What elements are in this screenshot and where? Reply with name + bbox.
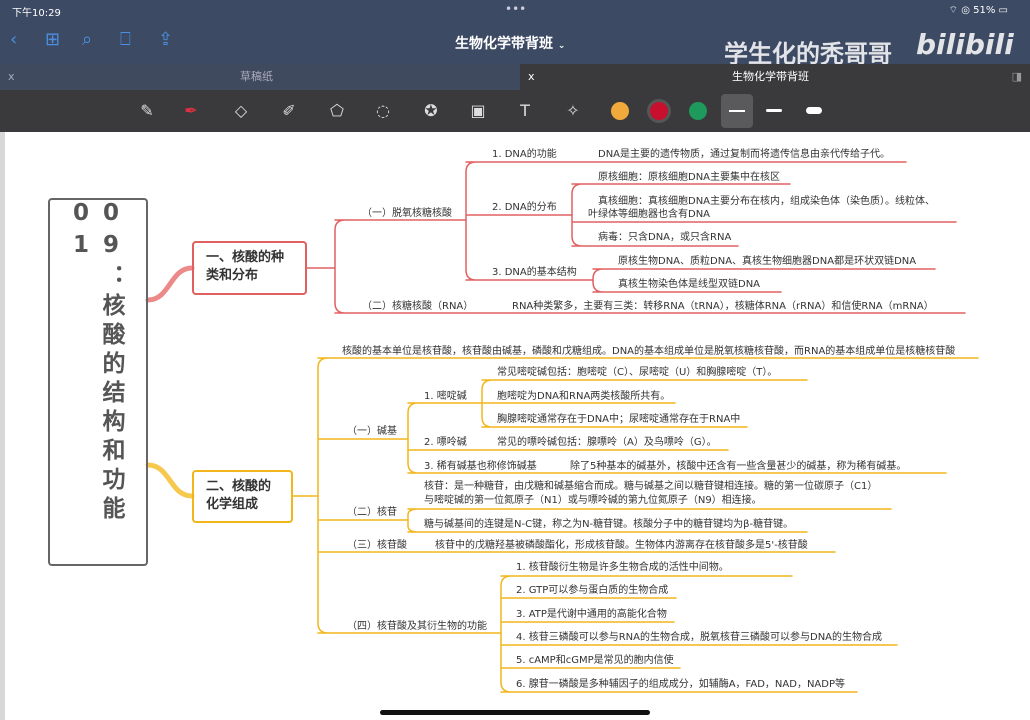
share-icon[interactable]: ⇪ [158, 29, 174, 50]
tab-label: 草稿纸 [240, 70, 273, 83]
multitask-dots[interactable]: ••• [505, 2, 527, 16]
leaf[interactable]: 原核细胞：原核细胞DNA主要集中在核区 [598, 172, 781, 183]
stroke-thick[interactable] [806, 107, 822, 114]
tab-bar: x 草稿纸 x 生物化学带背班 ◨ [0, 64, 1030, 90]
leaf[interactable]: 1. 核苷酸衍生物是许多生物合成的活性中间物。 [516, 562, 729, 573]
leaf[interactable]: 常见嘧啶碱包括：胞嘧啶（C）、尿嘧啶（U）和胸腺嘧啶（T）。 [497, 367, 778, 378]
central-topic-text: 09：核酸的结构和功能01 [68, 200, 124, 525]
lasso-icon[interactable]: ◌ [376, 101, 390, 120]
zoom-pen-icon[interactable]: ✎ [140, 101, 154, 120]
leaf[interactable]: 3. ATP是代谢中通用的高能化合物 [516, 609, 667, 620]
node-pyrimidine[interactable]: 1. 嘧啶碱 [424, 391, 467, 402]
pen-icon[interactable]: ✒ [184, 101, 198, 120]
leaf[interactable]: 4. 核苷三磷酸可以参与RNA的生物合成，脱氧核苷三磷酸可以参与DNA的生物合成 [516, 632, 883, 643]
color-red-selected[interactable] [650, 102, 668, 120]
home-indicator[interactable] [380, 710, 650, 715]
close-icon[interactable]: x [528, 70, 535, 83]
search-icon[interactable]: ⌕ [82, 29, 93, 50]
leaf[interactable]: 5. cAMP和cGMP是常见的胞内信使 [516, 655, 674, 666]
title-bar: 下午10:29 ••• ⌔ ◎ 51% ▭ ‹ ⊞ ⌕ ⎕ ⇪ 生物化学带背班 … [0, 0, 1030, 68]
node-dna-function[interactable]: 1. DNA的功能 [492, 149, 557, 160]
topic-part1[interactable]: 一、核酸的种类和分布 [192, 241, 307, 295]
drawing-toolbar: ✎ ✒ ◇ ✐ ⬠ ◌ ✪ ▣ T ✧ [0, 90, 1030, 132]
sticker-icon[interactable]: ✪ [424, 101, 438, 120]
leaf[interactable]: 与嘧啶碱的第一位氮原子（N1）或与嘌呤碱的第九位氮原子（N9）相连接。 [424, 495, 762, 506]
leaf[interactable]: DNA是主要的遗传物质，通过复制而将遗传信息由亲代传给子代。 [598, 149, 891, 160]
shapes-icon[interactable]: ⬠ [330, 101, 344, 120]
leaf[interactable]: 核苷中的戊糖羟基被磷酸酯化，形成核苷酸。生物体内游离存在核苷酸多是5'-核苷酸 [435, 540, 808, 551]
leaf[interactable]: 核苷：是一种糖苷，由戊糖和碱基缩合而成。糖与碱基之间以糖苷键相连接。糖的第一位碳… [424, 481, 878, 492]
leaf[interactable]: 糖与碱基间的连键是N-C键，称之为N-糖苷键。核酸分子中的糖苷键均为β-糖苷键。 [424, 519, 794, 530]
document-title[interactable]: 生物化学带背班 ⌄ [455, 36, 566, 52]
leaf[interactable]: 真核细胞：真核细胞DNA主要分布在核内，组成染色体（染色质）。线粒体、 [598, 196, 936, 207]
node-nucleoside[interactable]: （二）核苷 [347, 507, 397, 518]
color-orange[interactable] [611, 102, 629, 120]
leaf[interactable]: 叶绿体等细胞器也含有DNA [588, 209, 711, 220]
stroke-thin-selected[interactable] [721, 94, 753, 128]
color-green[interactable] [689, 102, 707, 120]
leaf[interactable]: 6. 腺苷一磷酸是多种辅因子的组成成分，如辅酶A，FAD，NAD，NADP等 [516, 679, 846, 690]
bilibili-logo: bilibili [916, 28, 1014, 61]
status-time: 下午10:29 [12, 8, 61, 19]
battery-status: ⌔ ◎ 51% ▭ [948, 5, 1008, 16]
bookmark-icon[interactable]: ⎕ [120, 29, 131, 50]
yellow-branches [145, 357, 979, 693]
node-rna[interactable]: （二）核糖核酸（RNA） [362, 301, 474, 312]
red-branches [145, 161, 966, 314]
leaf[interactable]: 病毒：只含DNA，或只含RNA [598, 232, 732, 243]
node-intro[interactable]: 核酸的基本单位是核苷酸，核苷酸由碱基，磷酸和戊糖组成。DNA的基本组成单位是脱氧… [342, 346, 956, 357]
leaf[interactable]: 胸腺嘧啶通常存在于DNA中；尿嘧啶通常存在于RNA中 [497, 414, 741, 425]
leaf[interactable]: 真核生物染色体是线型双链DNA [618, 279, 761, 290]
stroke-medium[interactable] [766, 109, 782, 112]
central-topic[interactable]: 09：核酸的结构和功能01 [48, 198, 148, 566]
grid-icon[interactable]: ⊞ [45, 29, 61, 50]
leaf[interactable]: RNA种类繁多，主要有三类：转移RNA（tRNA），核糖体RNA（rRNA）和信… [512, 301, 934, 312]
leaf[interactable]: 胞嘧啶为DNA和RNA两类核酸所共有。 [497, 391, 671, 402]
node-functions[interactable]: （四）核苷酸及其衍生物的功能 [347, 621, 487, 632]
tab-biochem[interactable]: x 生物化学带背班 ◨ [520, 64, 1030, 90]
leaf[interactable]: 原核生物DNA、质粒DNA、真核生物细胞器DNA都是环状双链DNA [618, 256, 917, 267]
node-purine[interactable]: 2. 嘌呤碱 [424, 437, 467, 448]
node-dna-structure[interactable]: 3. DNA的基本结构 [492, 267, 577, 278]
text-icon[interactable]: T [520, 101, 530, 120]
leaf[interactable]: 除了5种基本的碱基外，核酸中还含有一些含量甚少的碱基，称为稀有碱基。 [570, 461, 907, 472]
highlighter-icon[interactable]: ✐ [282, 101, 296, 120]
tab-label: 生物化学带背班 [732, 70, 809, 83]
node-base[interactable]: （一）碱基 [347, 426, 397, 437]
topic-part2[interactable]: 二、核酸的化学组成 [192, 470, 293, 523]
tab-draft[interactable]: x 草稿纸 [0, 64, 520, 90]
split-view-icon[interactable]: ◨ [1011, 70, 1022, 83]
leaf[interactable]: 2. GTP可以参与蛋白质的生物合成 [516, 585, 669, 596]
image-icon[interactable]: ▣ [470, 101, 486, 120]
eraser-icon[interactable]: ◇ [234, 101, 248, 120]
node-nucleotide[interactable]: （三）核苷酸 [347, 540, 407, 551]
watermark: 学生化的秃哥哥 [724, 40, 892, 68]
node-dna[interactable]: （一）脱氧核糖核酸 [362, 208, 452, 219]
back-icon[interactable]: ‹ [10, 29, 18, 50]
leaf[interactable]: 常见的嘌呤碱包括：腺嘌呤（A）及鸟嘌呤（G）。 [497, 437, 717, 448]
laser-icon[interactable]: ✧ [566, 101, 580, 120]
node-rare-base[interactable]: 3. 稀有碱基也称修饰碱基 [424, 461, 537, 472]
node-dna-distribution[interactable]: 2. DNA的分布 [492, 202, 557, 213]
close-icon[interactable]: x [8, 70, 15, 83]
